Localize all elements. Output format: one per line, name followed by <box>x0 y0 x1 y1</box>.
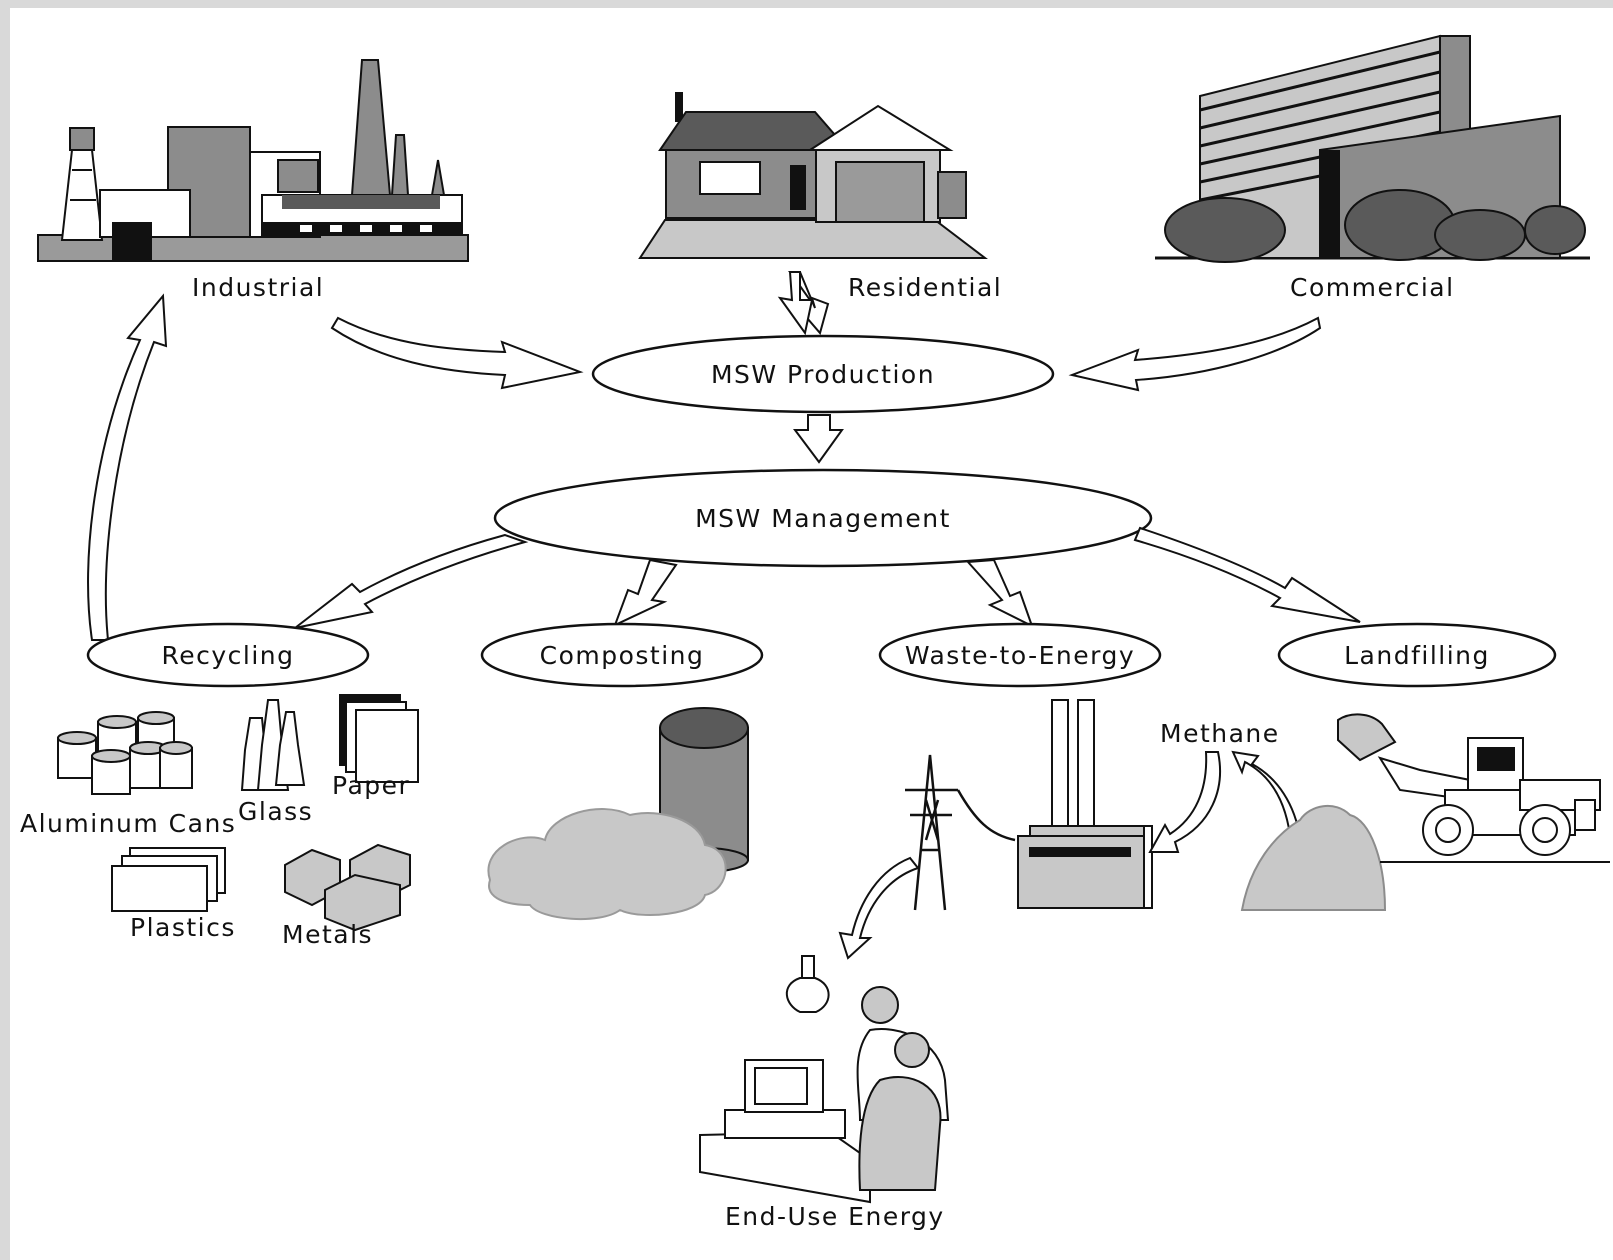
landfill-mound-icon <box>1240 804 1387 911</box>
node-msw-production <box>591 334 1055 414</box>
label-commercial: Commercial <box>1290 273 1455 302</box>
node-waste-to-energy <box>878 622 1162 688</box>
label-recycling: Recycling <box>161 641 294 670</box>
aluminum-cans-icon <box>57 711 193 795</box>
industrial-building-icon <box>37 59 469 262</box>
node-msw-management <box>493 468 1153 568</box>
arrow-production-to-management <box>793 414 844 464</box>
label-msw-production: MSW Production <box>711 360 935 389</box>
power-plant-icon <box>1017 699 1153 909</box>
node-composting <box>480 622 764 688</box>
transmission-tower-icon <box>905 754 1016 911</box>
label-msw-management: MSW Management <box>695 504 951 533</box>
arrow-methane-to-plant <box>1148 751 1222 853</box>
label-glass: Glass <box>238 797 313 826</box>
label-industrial: Industrial <box>192 273 324 302</box>
arrow-recycling-to-industrial <box>87 293 168 641</box>
label-waste-to-energy: Waste-to-Energy <box>905 641 1135 670</box>
light-bulb-icon <box>785 955 830 1013</box>
compost-pile-icon <box>487 808 727 920</box>
label-metals: Metals <box>282 920 373 949</box>
node-recycling <box>86 622 370 688</box>
arrow-commercial-to-production <box>1068 316 1322 392</box>
arrow-to-composting <box>613 558 678 627</box>
label-aluminum-cans: Aluminum Cans <box>20 809 236 838</box>
plastics-sheets-icon <box>111 847 226 912</box>
label-composting: Composting <box>540 641 705 670</box>
arrow-to-landfilling <box>1133 526 1361 623</box>
glass-bottles-icon <box>240 699 306 791</box>
arrow-industrial-to-production <box>330 316 584 390</box>
label-plastics: Plastics <box>130 913 236 942</box>
paper-stack-icon <box>339 694 419 783</box>
commercial-building-icon <box>1155 34 1590 263</box>
label-residential: Residential <box>848 273 1002 302</box>
arrows-to-production <box>330 271 1322 392</box>
people-at-computer-icon <box>699 986 950 1204</box>
arrows-to-methods <box>294 526 1361 629</box>
residential-house-icon <box>638 92 988 259</box>
label-end-use-energy: End-Use Energy <box>725 1202 945 1231</box>
label-landfilling: Landfilling <box>1344 641 1490 670</box>
arrow-to-waste-to-energy <box>965 558 1034 629</box>
arrow-tower-to-end-use <box>838 856 920 960</box>
bulldozer-icon <box>1337 713 1610 863</box>
metals-cubes-icon <box>284 843 411 932</box>
label-methane: Methane <box>1160 719 1280 748</box>
label-paper: Paper <box>332 771 410 800</box>
node-landfilling <box>1277 622 1557 688</box>
arrow-to-recycling <box>294 533 529 629</box>
